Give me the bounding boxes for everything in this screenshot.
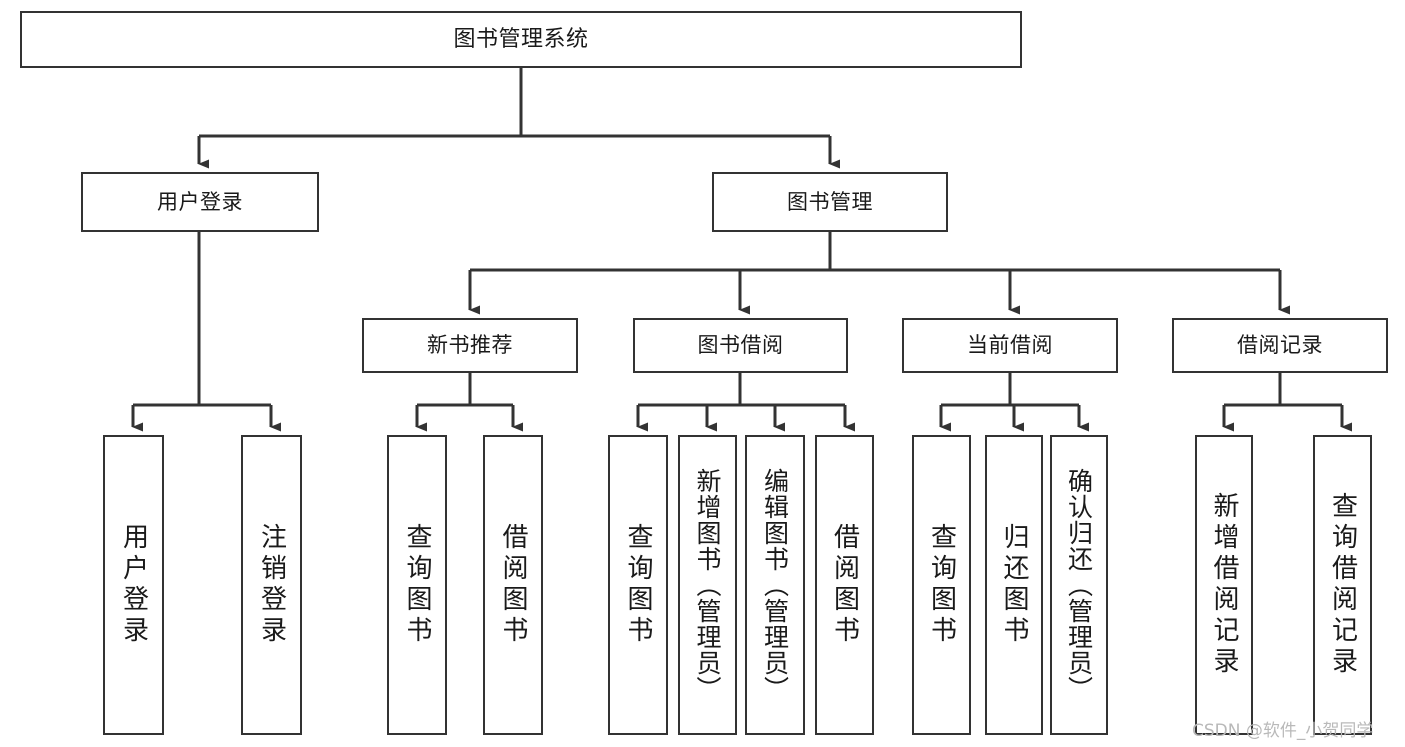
node-user-login-label: 用户登录 xyxy=(157,189,243,214)
node-leaf-query-borrow-record-label: 查询借阅记录 xyxy=(1327,492,1358,678)
node-leaf-borrow-book-2[interactable]: 借阅图书 xyxy=(815,435,874,735)
node-leaf-confirm-return-admin[interactable]: 确认归还（管理员） xyxy=(1050,435,1108,735)
node-leaf-return-book[interactable]: 归还图书 xyxy=(985,435,1043,735)
node-borrow-record-label: 借阅记录 xyxy=(1237,333,1323,358)
node-leaf-query-book-3-label: 查询图书 xyxy=(926,523,957,647)
node-current-borrow[interactable]: 当前借阅 xyxy=(902,318,1118,373)
node-leaf-borrow-book-1-label: 借阅图书 xyxy=(498,523,528,647)
node-leaf-return-book-label: 归还图书 xyxy=(999,523,1029,647)
node-leaf-user-login[interactable]: 用户登录 xyxy=(103,435,164,735)
node-current-borrow-label: 当前借阅 xyxy=(967,333,1053,358)
node-new-book-rec[interactable]: 新书推荐 xyxy=(362,318,578,373)
node-leaf-edit-book-admin-label: 编辑图书（管理员） xyxy=(760,468,790,702)
node-book-borrow-label: 图书借阅 xyxy=(697,333,784,358)
node-book-manage-label: 图书管理 xyxy=(787,189,873,214)
node-leaf-query-book-1-label: 查询图书 xyxy=(402,523,432,647)
node-leaf-query-book-3[interactable]: 查询图书 xyxy=(912,435,971,735)
node-root-label: 图书管理系统 xyxy=(453,26,589,52)
node-root[interactable]: 图书管理系统 xyxy=(20,11,1022,68)
node-book-borrow[interactable]: 图书借阅 xyxy=(633,318,848,373)
node-leaf-borrow-book-1[interactable]: 借阅图书 xyxy=(483,435,543,735)
node-leaf-query-book-2-label: 查询图书 xyxy=(623,523,653,647)
node-leaf-add-borrow-record[interactable]: 新增借阅记录 xyxy=(1195,435,1253,735)
node-leaf-query-book-1[interactable]: 查询图书 xyxy=(387,435,447,735)
node-leaf-add-book-admin-label: 新增图书（管理员） xyxy=(693,468,722,702)
node-leaf-edit-book-admin[interactable]: 编辑图书（管理员） xyxy=(745,435,805,735)
node-leaf-user-login-label: 用户登录 xyxy=(118,523,149,647)
node-leaf-add-borrow-record-label: 新增借阅记录 xyxy=(1209,492,1239,678)
node-new-book-rec-label: 新书推荐 xyxy=(427,333,513,358)
node-leaf-confirm-return-admin-label: 确认归还（管理员） xyxy=(1064,468,1094,702)
node-leaf-user-logout-label: 注销登录 xyxy=(256,523,287,647)
node-leaf-borrow-book-2-label: 借阅图书 xyxy=(829,523,860,647)
node-leaf-user-logout[interactable]: 注销登录 xyxy=(241,435,302,735)
node-leaf-query-book-2[interactable]: 查询图书 xyxy=(608,435,668,735)
edges xyxy=(131,68,1352,432)
node-leaf-query-borrow-record[interactable]: 查询借阅记录 xyxy=(1313,435,1372,735)
node-user-login[interactable]: 用户登录 xyxy=(81,172,319,232)
node-book-manage[interactable]: 图书管理 xyxy=(712,172,948,232)
node-borrow-record[interactable]: 借阅记录 xyxy=(1172,318,1388,373)
node-leaf-add-book-admin[interactable]: 新增图书（管理员） xyxy=(678,435,737,735)
